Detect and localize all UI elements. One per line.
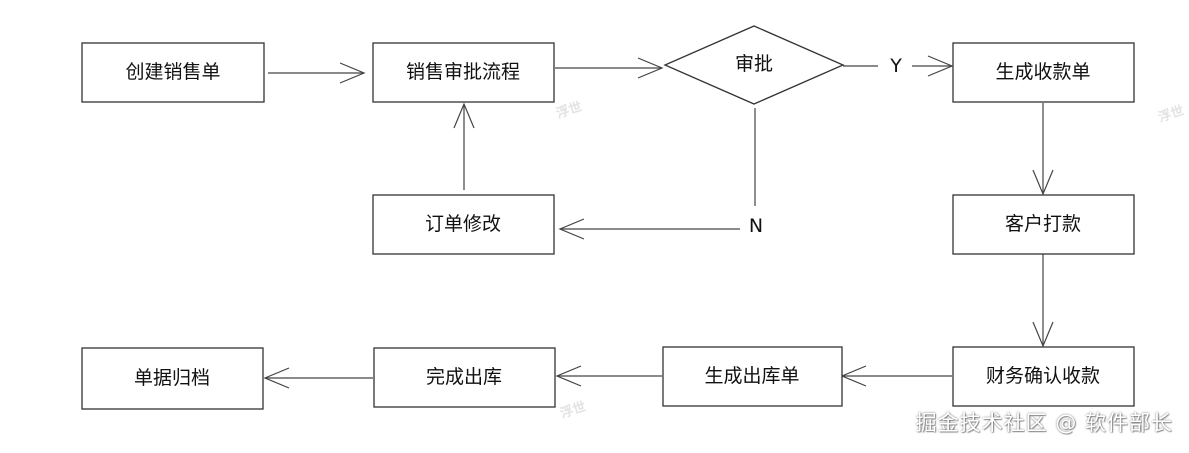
edge-receipt-to-pay	[1032, 103, 1054, 196]
node-create-order-label: 创建销售单	[125, 61, 220, 83]
node-approve-label: 审批	[735, 53, 773, 75]
node-archive-label: 单据归档	[134, 367, 210, 389]
juejin-watermark: 掘金技术社区 @ 软件部长	[915, 411, 1173, 435]
node-customer-pay: 客户打款	[952, 194, 1135, 255]
faint-mark-1: 浮世	[554, 99, 584, 122]
edge-outbound-to-finish	[555, 365, 662, 387]
node-approve-decision: 审批	[663, 25, 845, 105]
faint-mark-2: 浮世	[558, 399, 588, 422]
node-archive: 单据归档	[81, 347, 264, 410]
edge-label-no: N	[749, 215, 763, 237]
faint-mark-3: 浮世	[1156, 103, 1186, 126]
node-finish-outbound-label: 完成出库	[426, 366, 502, 388]
edge-modify-to-approval	[453, 102, 475, 190]
node-order-modify-label: 订单修改	[425, 213, 501, 235]
edge-confirm-to-outbound	[840, 365, 952, 387]
edge-decision-yes	[843, 55, 954, 77]
node-generate-outbound: 生成出库单	[662, 346, 843, 407]
node-generate-outbound-label: 生成出库单	[704, 365, 799, 387]
edge-decision-no	[558, 108, 756, 240]
edge-approval-to-decision	[555, 57, 664, 79]
edge-label-yes: Y	[889, 55, 902, 77]
edge-finish-to-archive	[263, 367, 373, 389]
node-customer-pay-label: 客户打款	[1005, 213, 1081, 235]
node-approval-flow: 销售审批流程	[372, 42, 555, 103]
node-generate-receipt-label: 生成收款单	[995, 61, 1090, 83]
node-create-order: 创建销售单	[81, 42, 265, 103]
edge-create-to-approval	[268, 62, 366, 84]
node-generate-receipt: 生成收款单	[952, 42, 1135, 103]
node-order-modify: 订单修改	[372, 194, 555, 255]
node-finance-confirm: 财务确认收款	[952, 346, 1135, 407]
node-finish-outbound: 完成出库	[373, 347, 556, 408]
node-approval-flow-label: 销售审批流程	[406, 61, 520, 83]
node-finance-confirm-label: 财务确认收款	[986, 365, 1100, 387]
edge-pay-to-confirm	[1032, 254, 1054, 348]
